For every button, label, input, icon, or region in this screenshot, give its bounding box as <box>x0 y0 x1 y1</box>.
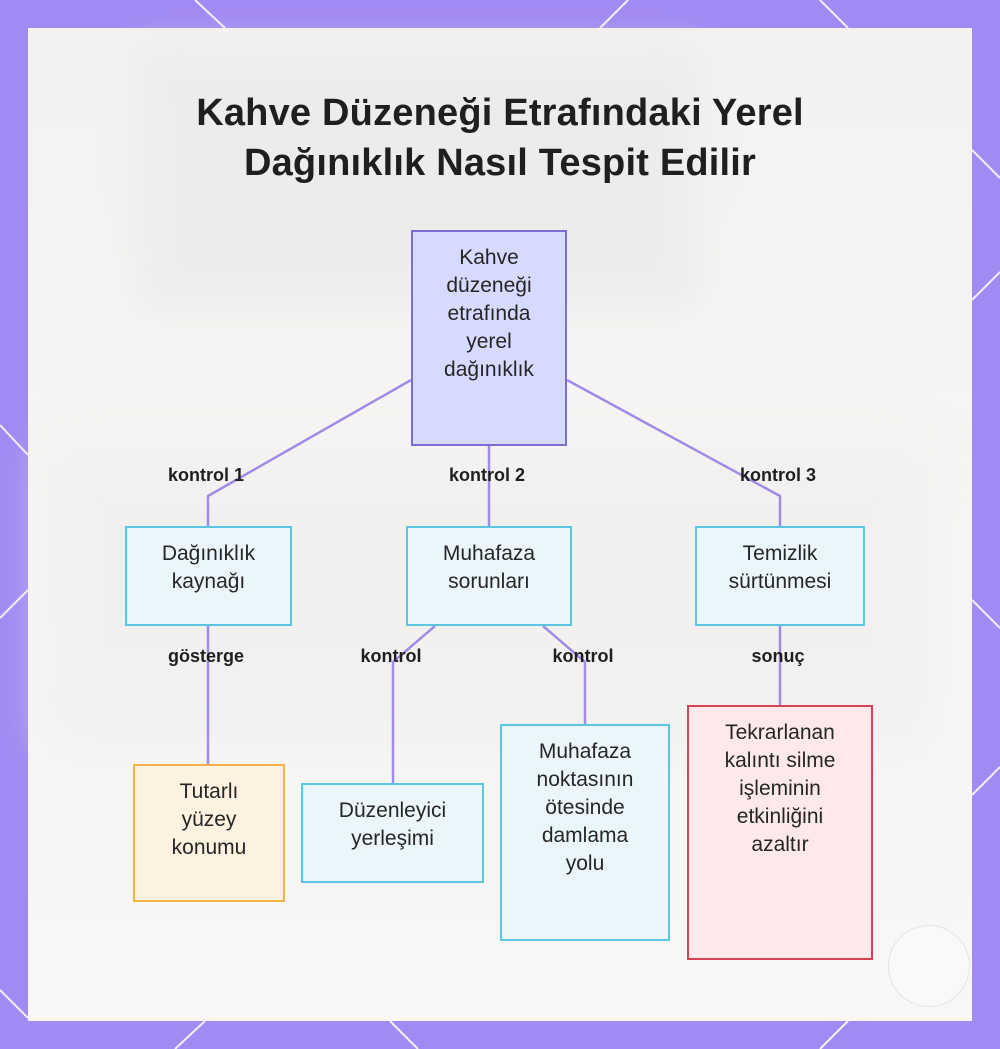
node-containment-issues: Muhafaza sorunları <box>406 526 572 626</box>
node-residue-effect: Tekrarlanan kalıntı silme işleminin etki… <box>687 705 873 960</box>
watermark-badge <box>888 925 970 1007</box>
edge-containment-drip <box>542 625 587 724</box>
node-consistent-surface: Tutarlı yüzey konumu <box>133 764 285 902</box>
edge-containment-organizer <box>391 625 436 783</box>
edge-label-indicator: gösterge <box>167 646 245 666</box>
title-line-2: Dağınıklık Nasıl Tespit Edilir <box>243 142 757 184</box>
node-cleaning-friction: Temizlik sürtünmesi <box>695 526 865 626</box>
diagram-title: Kahve Düzeneği Etrafındaki Yerel Dağınık… <box>0 88 1000 188</box>
edge-label-control-left: kontrol <box>360 646 422 666</box>
title-line-1: Kahve Düzeneği Etrafındaki Yerel <box>196 92 804 134</box>
node-clutter-source: Dağınıklık kaynağı <box>125 526 292 626</box>
edge-label-result: sonuç <box>751 646 805 666</box>
edge-label-check-3: kontrol 3 <box>739 465 817 485</box>
edge-root-source <box>206 378 412 526</box>
edge-label-check-2: kontrol 2 <box>448 465 526 485</box>
node-drip-path: Muhafaza noktasının ötesinde damlama yol… <box>500 724 670 941</box>
edge-label-check-1: kontrol 1 <box>167 465 245 485</box>
edge-label-control-right: kontrol <box>552 646 614 666</box>
edge-root-cleaning <box>566 378 782 526</box>
node-organizer-placement: Düzenleyici yerleşimi <box>301 783 484 883</box>
node-root: Kahve düzeneği etrafında yerel dağınıklı… <box>411 230 567 446</box>
